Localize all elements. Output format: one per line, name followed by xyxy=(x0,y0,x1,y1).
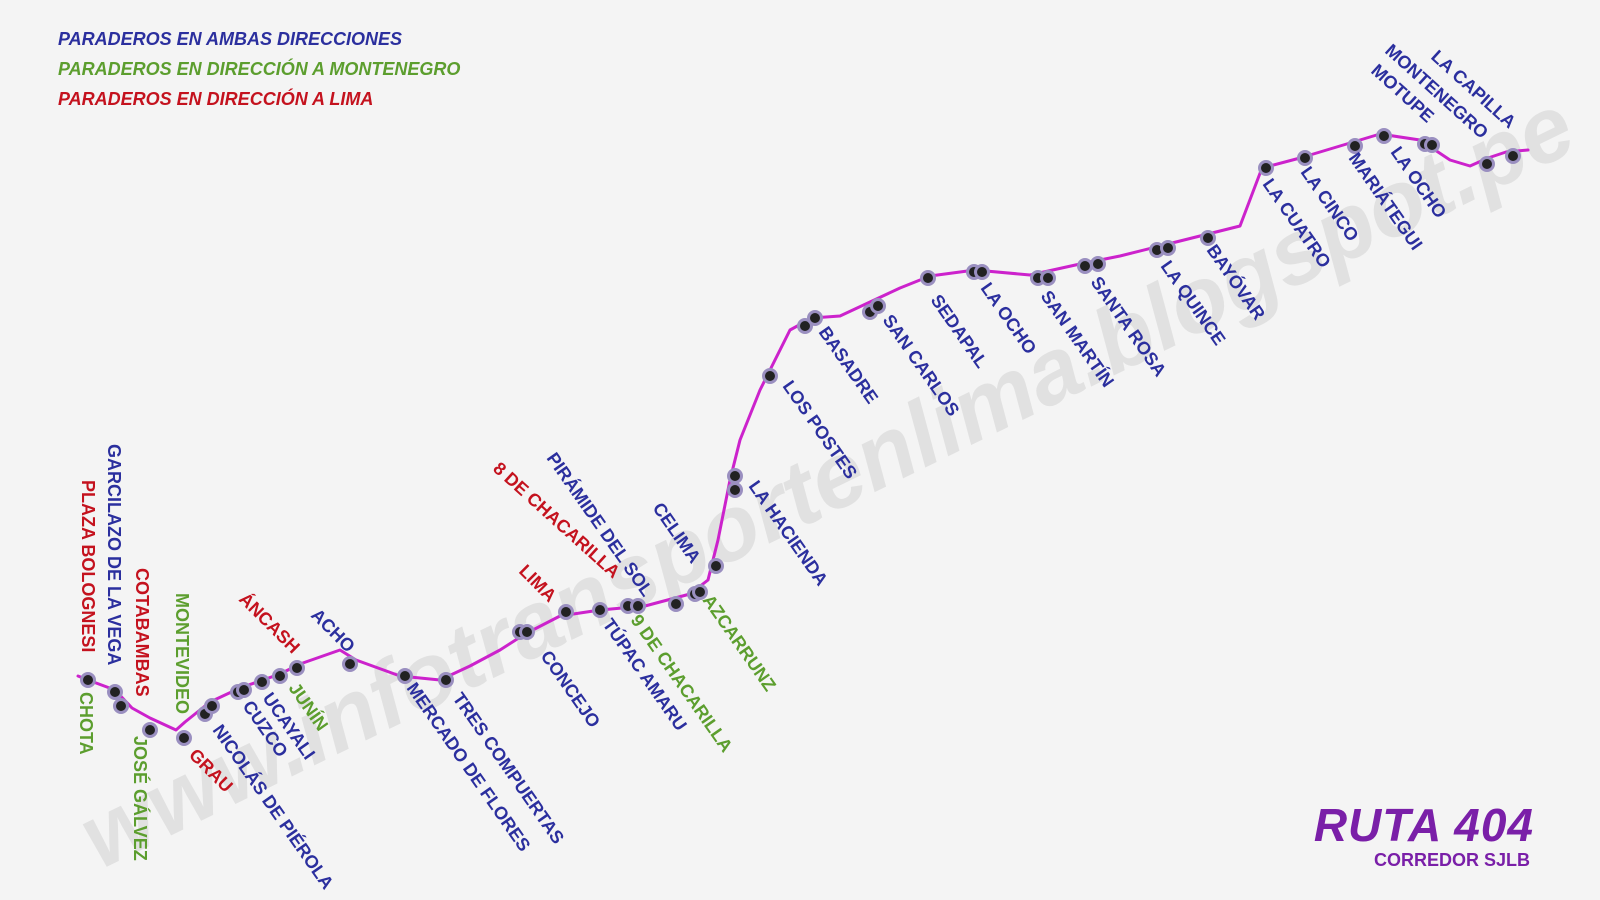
stop-marker xyxy=(920,270,936,286)
stop-label: ACHO xyxy=(307,605,359,657)
stop-marker xyxy=(342,656,358,672)
route-subtitle: CORREDOR SJLB xyxy=(1373,850,1530,870)
stop-marker xyxy=(254,674,270,690)
stop-marker xyxy=(1424,137,1440,153)
watermark: www.infotransportenlima.blogspot.pe xyxy=(64,74,1589,888)
stop-marker xyxy=(176,730,192,746)
stop-marker xyxy=(974,264,990,280)
stop-marker xyxy=(519,624,535,640)
stop-marker xyxy=(1090,256,1106,272)
stop-marker xyxy=(438,672,454,688)
stop-label: ÁNCASH xyxy=(235,588,304,657)
stop-marker xyxy=(289,660,305,676)
stop-marker xyxy=(870,298,886,314)
stop-markers xyxy=(80,128,1521,746)
stop-marker xyxy=(807,310,823,326)
stop-label: GARCILAZO DE LA VEGA xyxy=(104,444,124,665)
stop-marker xyxy=(727,482,743,498)
stop-marker xyxy=(797,318,813,334)
stop-marker xyxy=(1505,148,1521,164)
stop-marker xyxy=(1077,258,1093,274)
stop-marker xyxy=(80,672,96,688)
route-title: RUTA 404 xyxy=(1313,799,1534,851)
stop-marker xyxy=(1376,128,1392,144)
legend-both: PARADEROS EN AMBAS DIRECCIONES xyxy=(58,29,403,49)
stop-marker xyxy=(708,558,724,574)
stop-marker xyxy=(142,722,158,738)
stop-label: JOSÉ GÁLVEZ xyxy=(130,736,151,861)
stop-marker xyxy=(397,668,413,684)
stop-label: COTABAMBAS xyxy=(132,568,152,697)
stop-marker xyxy=(592,602,608,618)
stop-marker xyxy=(727,468,743,484)
stop-marker xyxy=(558,604,574,620)
stop-marker xyxy=(1479,156,1495,172)
legend-to-lima: PARADEROS EN DIRECCIÓN A LIMA xyxy=(58,89,374,109)
legend-to-montenegro: PARADEROS EN DIRECCIÓN A MONTENEGRO xyxy=(58,59,461,79)
stop-label: PLAZA BOLOGNESI xyxy=(78,480,98,652)
stop-marker xyxy=(668,596,684,612)
stop-marker xyxy=(692,584,708,600)
stop-marker xyxy=(204,698,220,714)
stop-marker xyxy=(1258,160,1274,176)
stop-label: AZCARRUNZ xyxy=(699,591,780,695)
stop-marker xyxy=(1160,240,1176,256)
stop-marker xyxy=(1040,270,1056,286)
stop-label: BASADRE xyxy=(815,323,882,407)
stop-marker xyxy=(1347,138,1363,154)
stop-marker xyxy=(630,598,646,614)
stop-marker xyxy=(272,668,288,684)
stop-marker xyxy=(113,698,129,714)
stop-label: MONTEVIDEO xyxy=(172,593,192,714)
stop-label: CHOTA xyxy=(76,692,96,755)
stop-marker xyxy=(1297,150,1313,166)
stop-marker xyxy=(762,368,778,384)
stop-marker xyxy=(236,682,252,698)
stop-marker xyxy=(107,684,123,700)
stop-marker xyxy=(1200,230,1216,246)
